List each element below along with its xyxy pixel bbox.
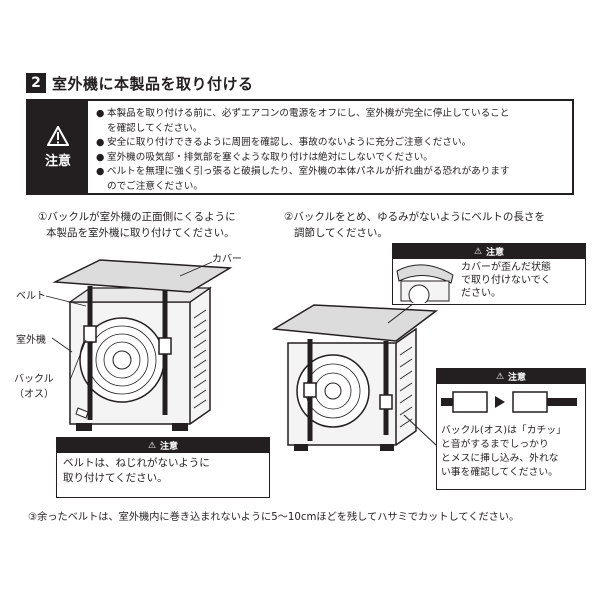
- unit-label: 室外機: [16, 335, 46, 346]
- warning-item: ●安全に取り付けできるように周囲を確認し、事故のないように充分ご注意ください。: [96, 137, 472, 149]
- warning-item-continued: を確認してください。: [107, 122, 203, 134]
- warning-triangle-icon: [47, 125, 69, 146]
- warning-item: ●室外機の吸気部・排気部を塞ぐような取り付けは絶対にしないでください。: [96, 151, 433, 163]
- section-header: 2 室外機に本製品を取り付ける: [26, 72, 254, 94]
- warning-item-continued: のでご注意ください。: [107, 180, 203, 192]
- warning-list: ●本製品を取り付ける前に、必ずエアコンの電源をオフにし、室外機が完全に停止してい…: [88, 101, 516, 193]
- caution-bar: ⚠ 注意: [57, 438, 269, 453]
- step-number-badge: 2: [26, 73, 46, 93]
- step2-caution-bottom-box: ⚠ 注意 バックル(オス)は「カチッ」 と音がするまでしっかり とメスに挿し込み…: [436, 368, 586, 490]
- step1-illustration: [45, 259, 233, 431]
- warning-box: 注意 ●本製品を取り付ける前に、必ずエアコンの電源をオフにし、室外機が完全に停止…: [26, 99, 574, 195]
- caution-bar: ⚠ 注意: [437, 369, 585, 384]
- cover-drawing: [52, 259, 233, 293]
- warning-triangle-icon: ⚠: [147, 440, 157, 451]
- step2-caution-top-box: ⚠ 注意 カバーが歪んだ状態 で取り付けないでく ださい。: [392, 243, 586, 305]
- caution-text: カバーが歪んだ状態 で取り付けないでく ださい。: [461, 262, 551, 299]
- cover-drawing: [271, 304, 438, 342]
- caution-text: ベルトは、ねじれがないように 取り付けてください。: [63, 457, 210, 484]
- warning-label: 注意: [44, 153, 71, 169]
- step2-illustration: [271, 299, 438, 451]
- arrow-right-icon: [495, 396, 505, 408]
- buckle-drawing: [83, 325, 172, 355]
- warning-triangle-icon: ⚠: [473, 246, 483, 257]
- warning-side-panel: 注意: [28, 101, 88, 193]
- buckle-label: バックル （オス）: [14, 374, 54, 400]
- step1-caution-box: ⚠ 注意 ベルトは、ねじれがないように 取り付けてください。: [56, 437, 270, 498]
- buckle-insert-image: [441, 391, 577, 413]
- buckle-drawing: [303, 382, 393, 410]
- warning-triangle-icon: ⚠: [495, 371, 505, 382]
- caution-bar: ⚠ 注意: [393, 244, 585, 259]
- section-title: 室外機に本製品を取り付ける: [52, 74, 254, 93]
- step3-instruction: ③余ったベルトは、室外機内に巻き込まれないように5～10cmほどを残してハサミで…: [28, 512, 520, 523]
- step1-instruction: ①バックルが室外機の正面側にくるように 本製品を室外機に取り付けてください。: [38, 211, 236, 239]
- warning-item: ●ベルトを無理に強く引っ張ると破損したり、室外機の本体パネルが折れ曲がる恐れがあ…: [96, 166, 510, 178]
- belt-label: ベルト: [16, 291, 46, 302]
- distorted-cover-image: [396, 264, 454, 303]
- warning-item: ●本製品を取り付ける前に、必ずエアコンの電源をオフにし、室外機が完全に停止してい…: [96, 108, 510, 119]
- cover-label: カバー: [212, 254, 242, 265]
- step2-instruction: ②バックルをとめ、ゆるみがないようにベルトの長さを 調節してください。: [284, 211, 545, 239]
- caution-text: バックル(オス)は「カチッ」 と音がするまでしっかり とメスに挿し込み、外れな …: [441, 425, 566, 478]
